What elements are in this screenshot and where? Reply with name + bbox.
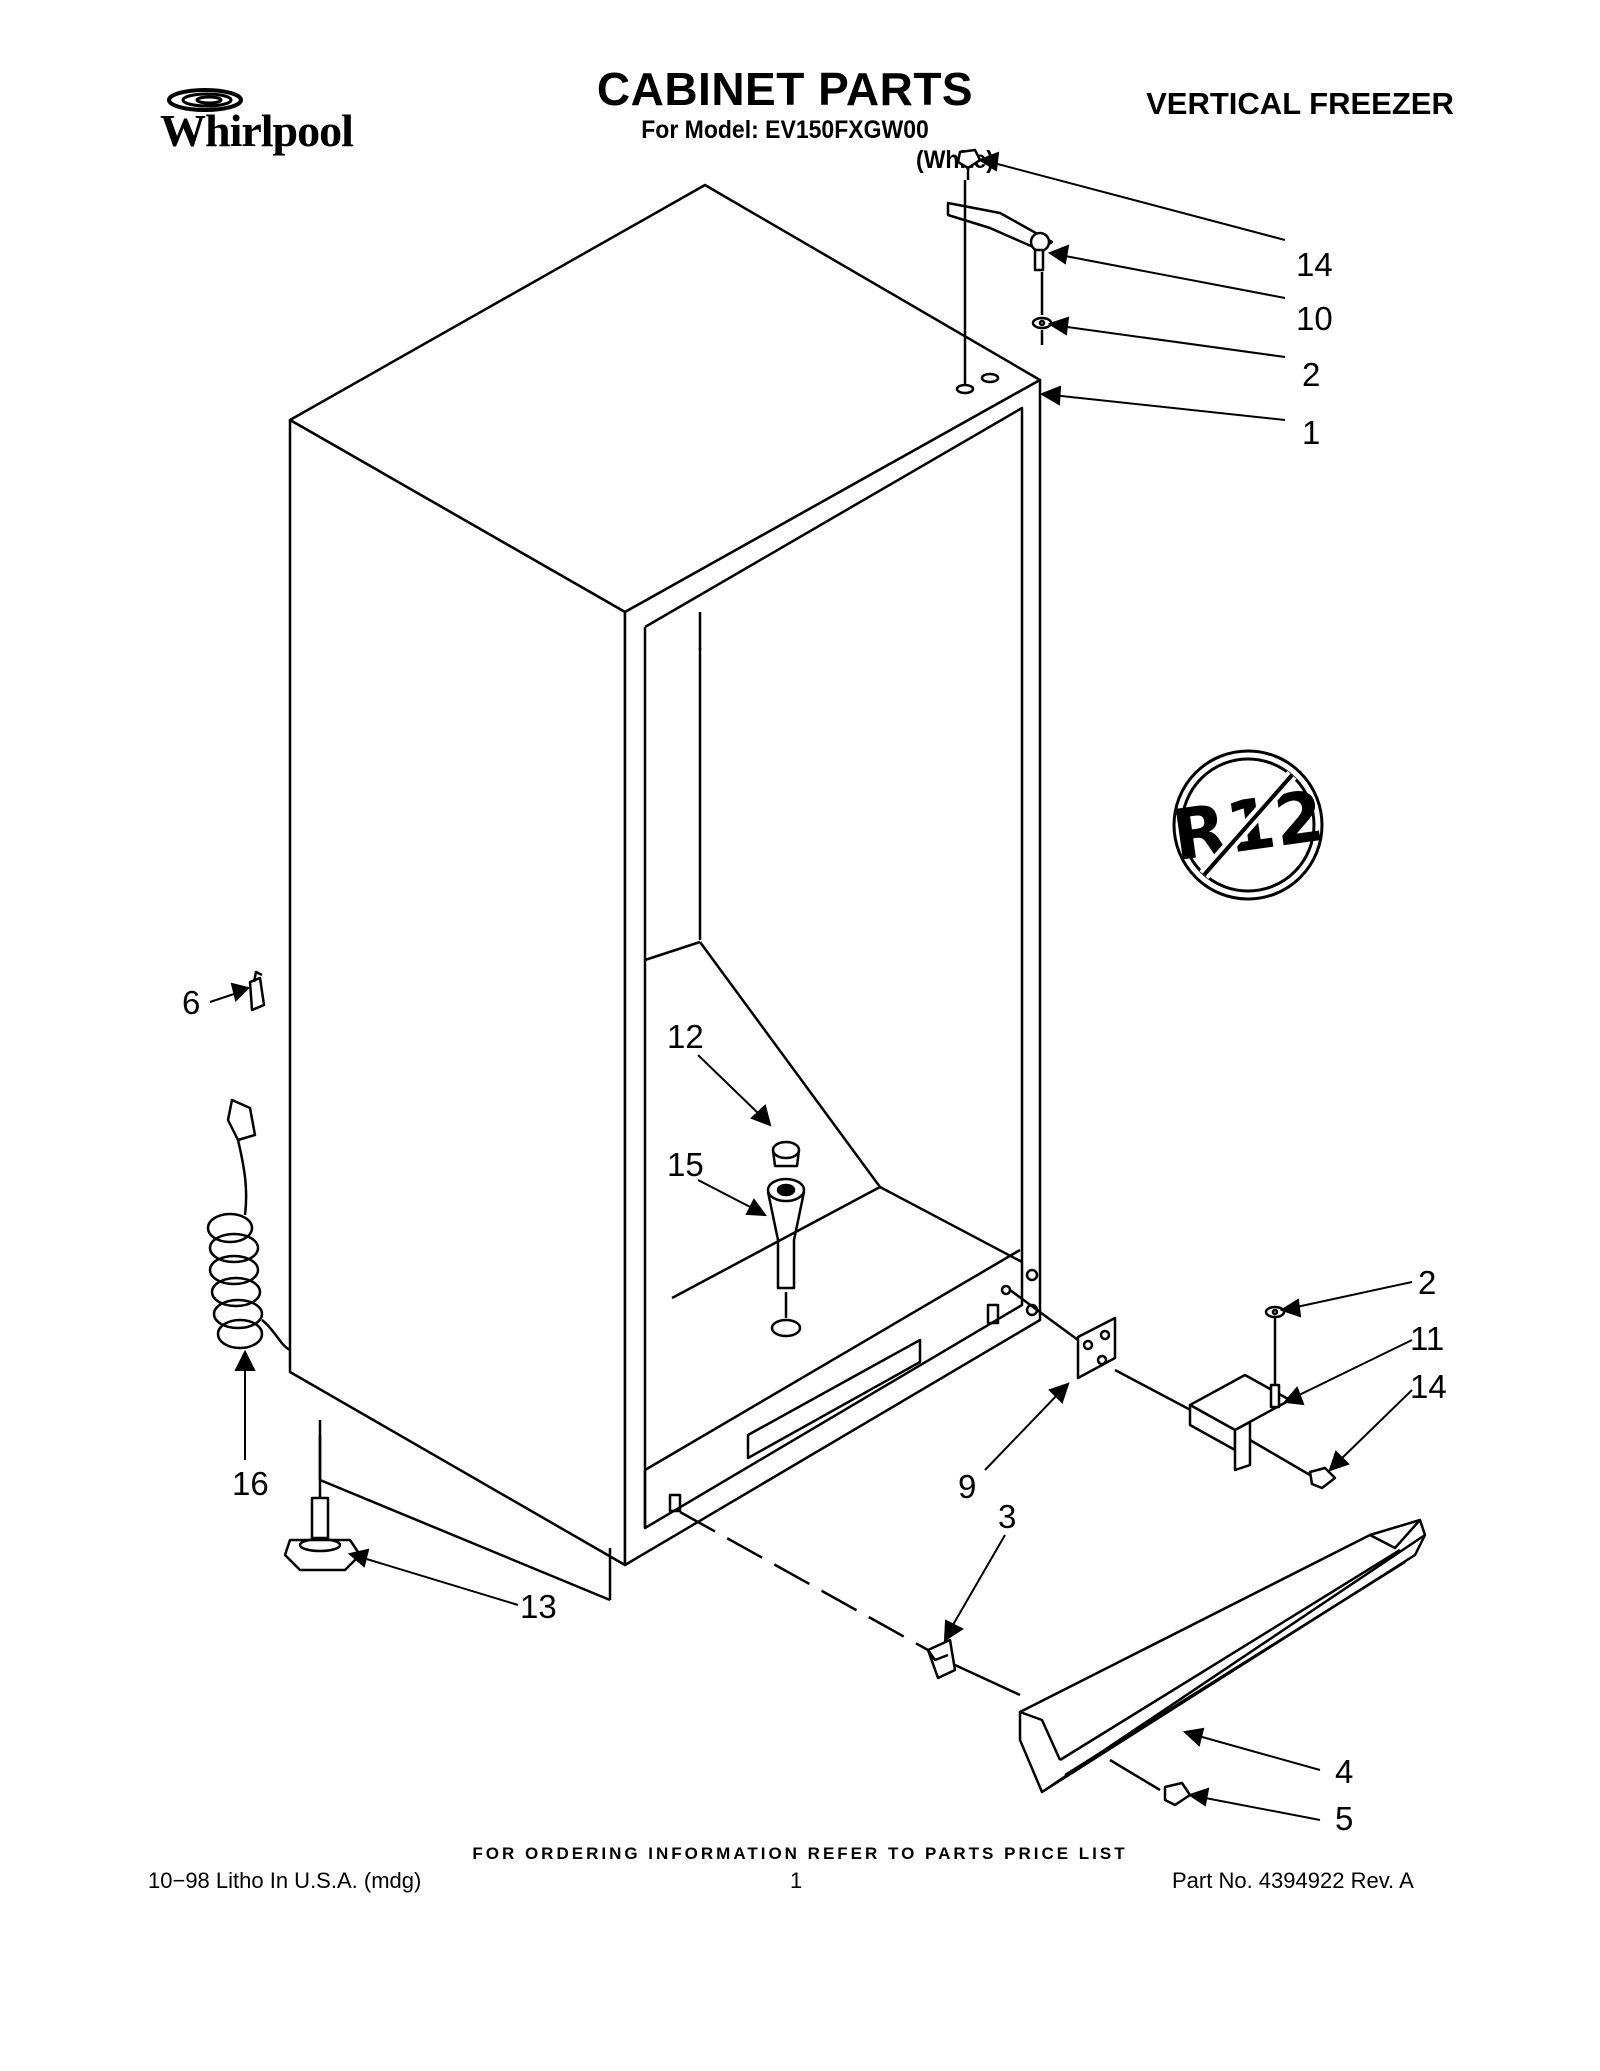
callout-1: 1: [1302, 414, 1320, 451]
part-number: Part No. 4394922 Rev. A: [1172, 1868, 1414, 1893]
grille-clip: [926, 1638, 957, 1680]
callout-14-bottom: 14: [1410, 1368, 1447, 1405]
cabinet-body: [288, 183, 1042, 1602]
drain-tube: [766, 1140, 806, 1338]
power-cord: [206, 1098, 291, 1352]
litho-info: 10−98 Litho In U.S.A. (mdg): [148, 1868, 422, 1893]
callout-2-top: 2: [1302, 356, 1320, 393]
callout-16: 16: [232, 1465, 269, 1502]
top-hinge: [946, 148, 1054, 385]
callout-3: 3: [998, 1498, 1016, 1535]
bottom-hinge: [1188, 1305, 1337, 1490]
base-grille: [1018, 1518, 1427, 1807]
callout-10: 10: [1296, 300, 1333, 337]
bottom-hinge-bracket: [1009, 1288, 1201, 1417]
callout-9: 9: [958, 1468, 976, 1505]
callout-4: 4: [1335, 1753, 1353, 1790]
part-6-clip: [248, 970, 266, 1012]
callout-14-top: 14: [1296, 246, 1333, 283]
page-title: CABINET PARTS: [596, 63, 974, 115]
model-line: For Model: EV150FXGW00: [641, 116, 929, 144]
no-r12-refrigerant-icon: R12: [1168, 749, 1328, 901]
whirlpool-swirl-icon: [167, 88, 243, 112]
brand-logo: Whirlpool: [160, 105, 354, 156]
callout-13: 13: [520, 1588, 557, 1625]
callout-5: 5: [1335, 1800, 1353, 1837]
ordering-note: FOR ORDERING INFORMATION REFER TO PARTS …: [472, 1844, 1128, 1863]
leveling-leg: [283, 1435, 362, 1572]
page-number: 1: [790, 1868, 803, 1893]
callout-6: 6: [182, 984, 200, 1021]
callout-15: 15: [667, 1146, 704, 1183]
callout-11: 11: [1410, 1320, 1444, 1357]
product-name: VERTICAL FREEZER: [1146, 86, 1454, 121]
callout-2-bottom: 2: [1418, 1264, 1436, 1301]
callout-12: 12: [667, 1018, 704, 1055]
